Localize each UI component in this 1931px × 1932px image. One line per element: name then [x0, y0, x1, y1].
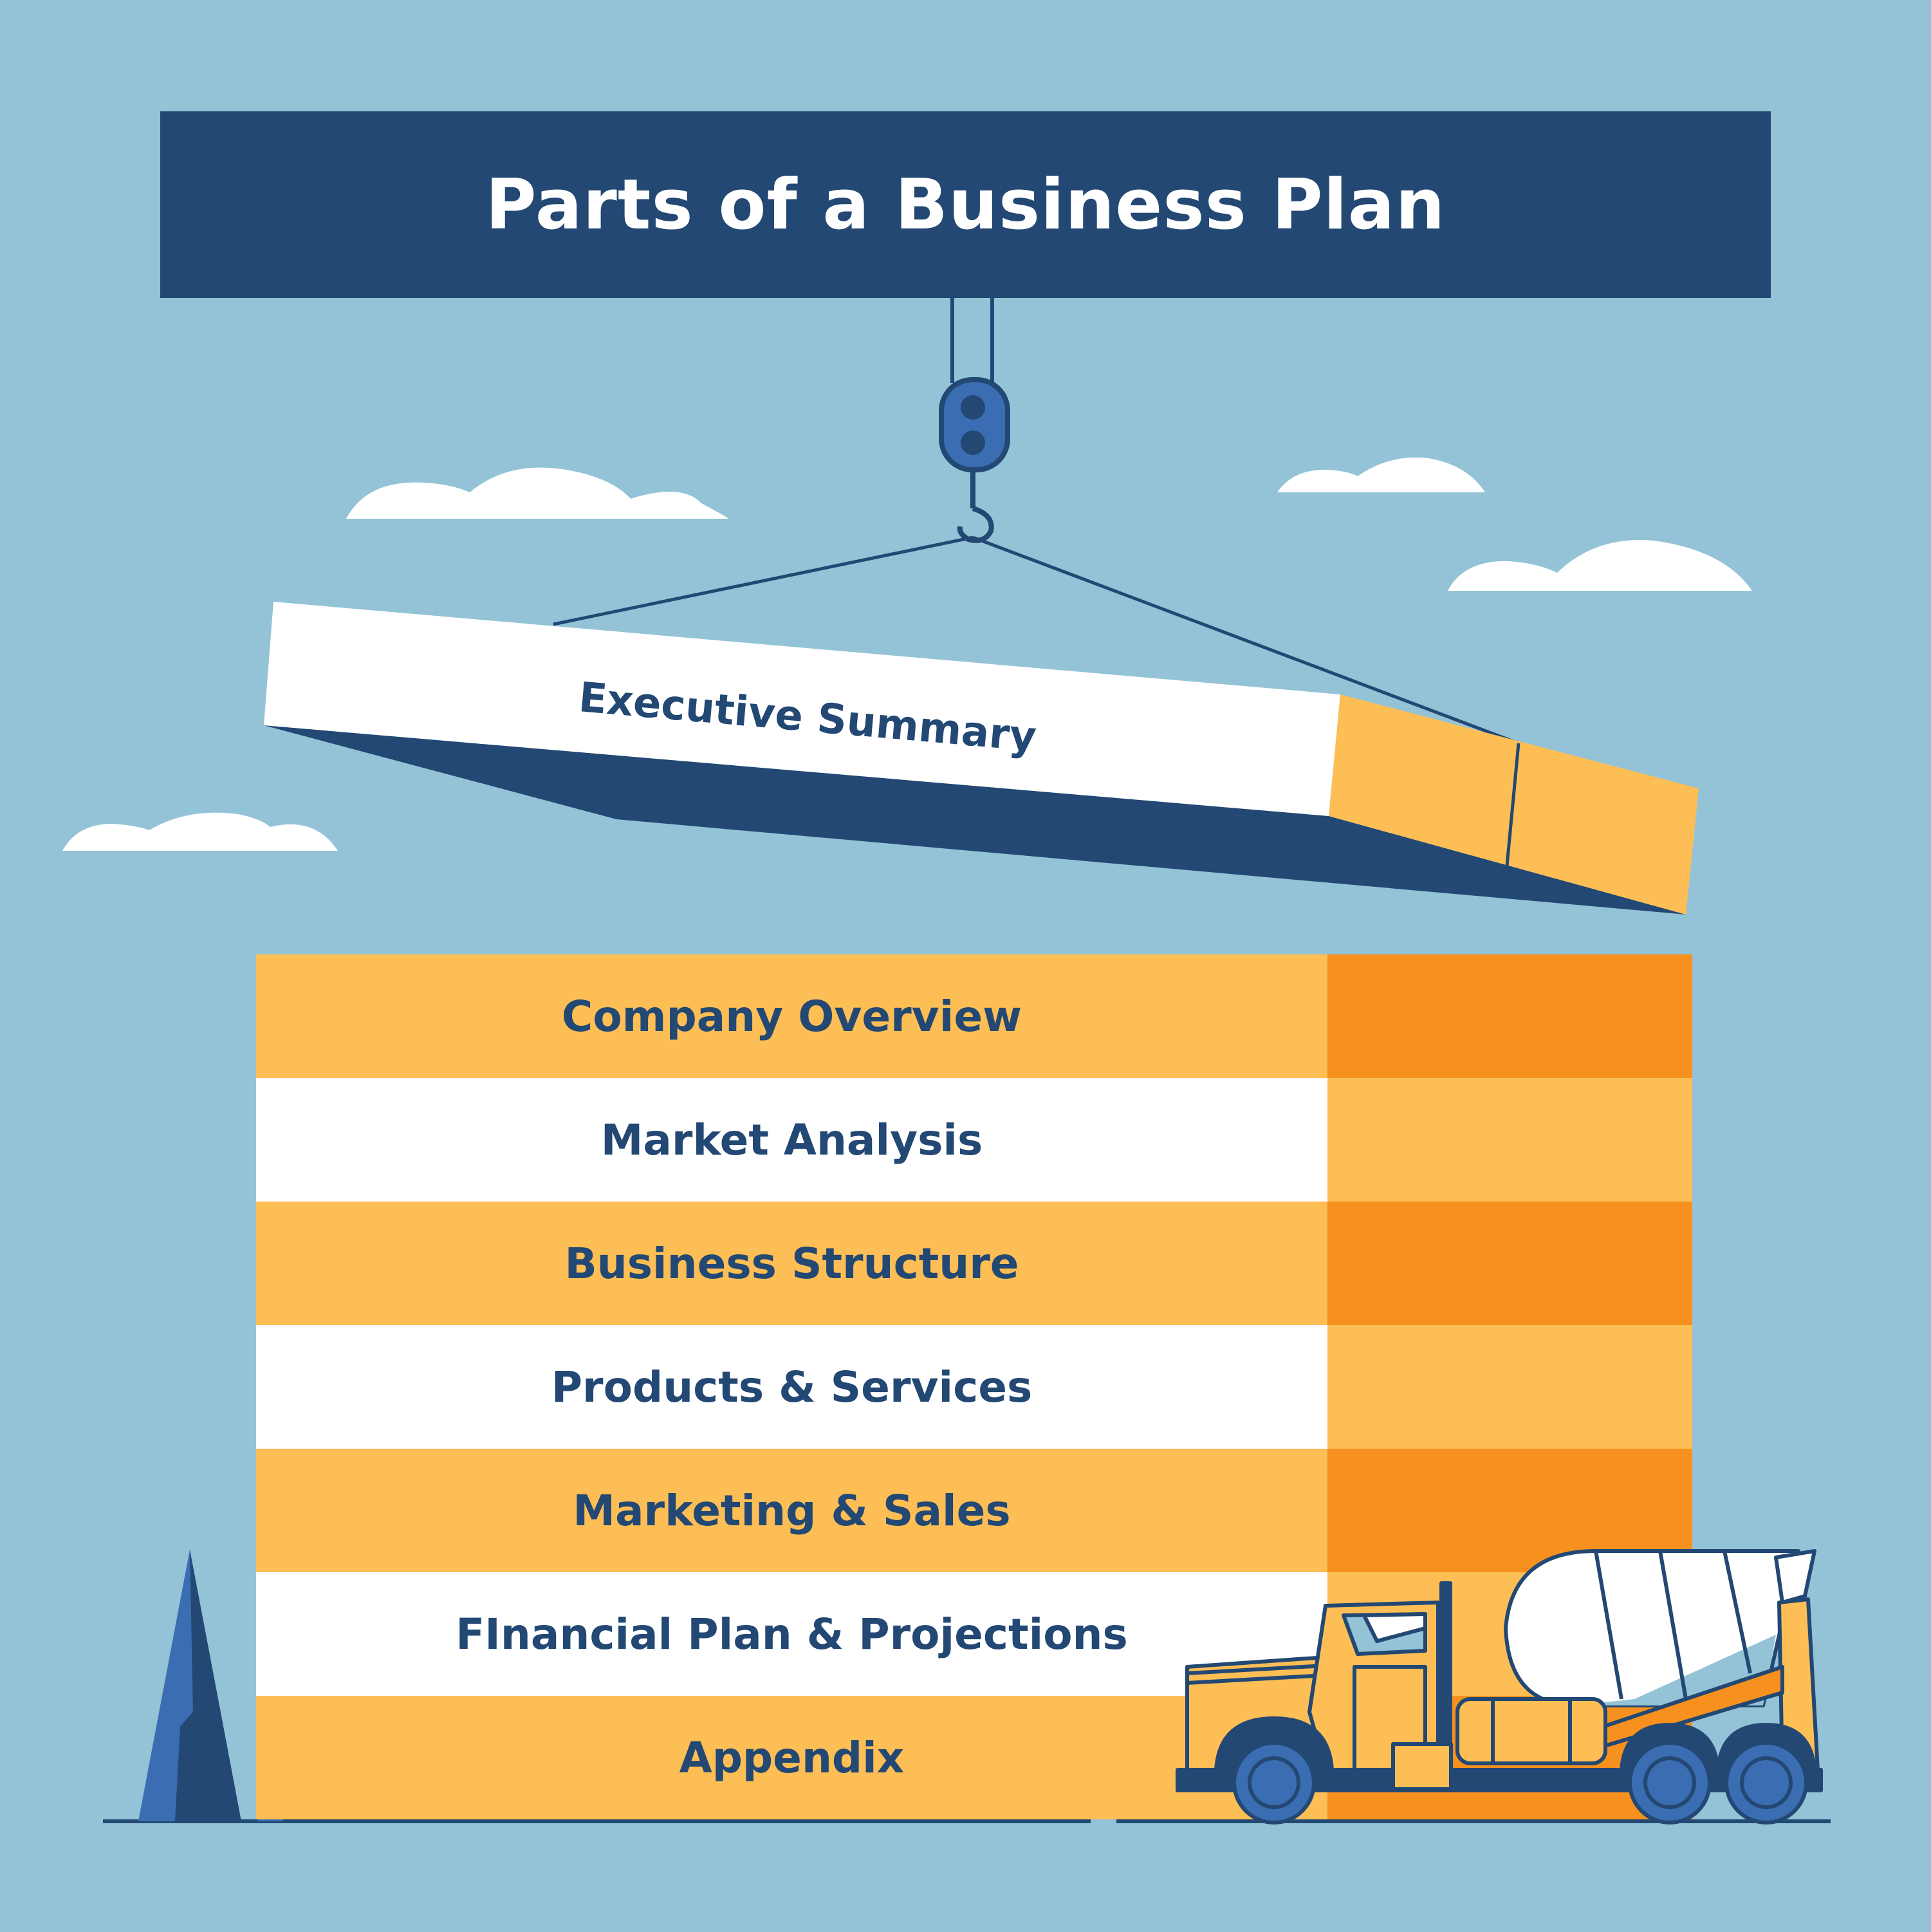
floor-row: Market Analysis	[256, 1078, 1692, 1202]
floor-row: Products & Services	[256, 1325, 1692, 1449]
floor-row: Company Overview	[256, 954, 1692, 1078]
floor-main-panel: Company Overview	[256, 954, 1327, 1078]
floor-main-panel: Business Structure	[256, 1202, 1327, 1325]
cloud-icon	[346, 467, 729, 519]
floor-label: Company Overview	[561, 991, 1022, 1041]
floor-row: Business Structure	[256, 1202, 1692, 1325]
floor-main-panel: FInancial Plan & Projections	[256, 1572, 1327, 1696]
cloud-icon	[1448, 540, 1752, 591]
executive-summary-beam	[264, 602, 1699, 915]
floor-side-panel	[1327, 1078, 1692, 1202]
page-title: Parts of a Business Plan	[485, 164, 1446, 245]
floor-label: Products & Services	[551, 1362, 1033, 1412]
pine-tree-icon	[138, 1550, 241, 1821]
cement-truck-icon	[1176, 1549, 1823, 1825]
cloud-icon	[62, 812, 338, 851]
floor-row: Marketing & Sales	[256, 1449, 1692, 1572]
floor-label: Business Structure	[564, 1238, 1019, 1288]
floor-main-panel: Appendix	[256, 1696, 1327, 1819]
crane-hook-icon	[553, 298, 1519, 745]
floor-side-panel	[1327, 1202, 1692, 1325]
title-banner: Parts of a Business Plan	[160, 111, 1771, 298]
floor-label: Appendix	[679, 1732, 905, 1783]
floor-label: FInancial Plan & Projections	[456, 1609, 1128, 1659]
cloud-icon	[1277, 457, 1485, 492]
floor-main-panel: Products & Services	[256, 1325, 1327, 1449]
floor-label: Marketing & Sales	[573, 1485, 1011, 1536]
floor-main-panel: Marketing & Sales	[256, 1449, 1327, 1572]
floor-side-panel	[1327, 1325, 1692, 1449]
floor-side-panel	[1327, 954, 1692, 1078]
floor-main-panel: Market Analysis	[256, 1078, 1327, 1202]
floor-label: Market Analysis	[600, 1115, 983, 1165]
